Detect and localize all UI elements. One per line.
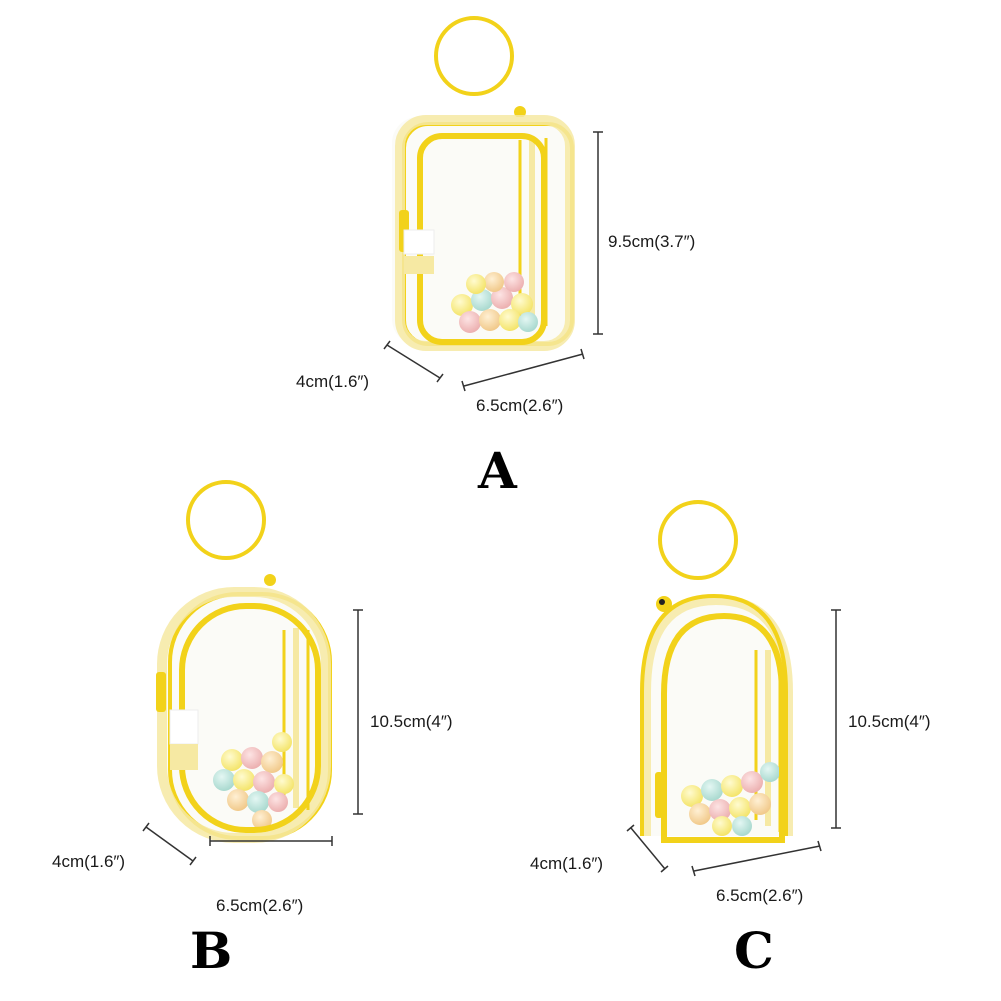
pouch-c bbox=[640, 500, 793, 843]
pouch-a-depth-label: 4cm(1.6″) bbox=[296, 372, 370, 391]
key-ring-handle-icon bbox=[434, 16, 514, 96]
pouch-b-height-label: 10.5cm(4″) bbox=[370, 712, 453, 731]
pouch-a-balls bbox=[451, 272, 538, 333]
pouch-a-height-label: 9.5cm(3.7″) bbox=[608, 232, 696, 251]
pouch-c-dimension-lines bbox=[626, 609, 841, 877]
pouch-a bbox=[392, 16, 575, 351]
variant-letter-b: B bbox=[190, 921, 233, 980]
key-ring-handle-icon bbox=[186, 480, 266, 560]
pouch-a-width-label: 6.5cm(2.6″) bbox=[476, 396, 564, 415]
variant-letter-c: C bbox=[734, 921, 774, 980]
pouch-b bbox=[156, 480, 332, 843]
pouch-c-height-label: 10.5cm(4″) bbox=[848, 712, 931, 731]
pouch-c-balls bbox=[681, 762, 780, 836]
pouch-c-width-label: 6.5cm(2.6″) bbox=[716, 886, 804, 905]
zipper-pull-icon bbox=[156, 672, 166, 712]
pouch-b-balls bbox=[213, 732, 294, 830]
pouch-a-dimension-lines bbox=[383, 131, 603, 392]
pouch-b-dimension-lines bbox=[142, 609, 363, 866]
pouch-c-front-frame bbox=[661, 612, 785, 843]
pouch-c-depth-label: 4cm(1.6″) bbox=[530, 854, 604, 873]
pouch-a-body bbox=[392, 117, 574, 345]
pouch-b-depth-label: 4cm(1.6″) bbox=[52, 852, 126, 871]
pouch-b-width-label: 6.5cm(2.6″) bbox=[216, 896, 304, 915]
ring-bead-icon bbox=[264, 574, 276, 586]
variant-letter-a: A bbox=[478, 441, 517, 500]
key-ring-handle-icon bbox=[658, 500, 738, 580]
